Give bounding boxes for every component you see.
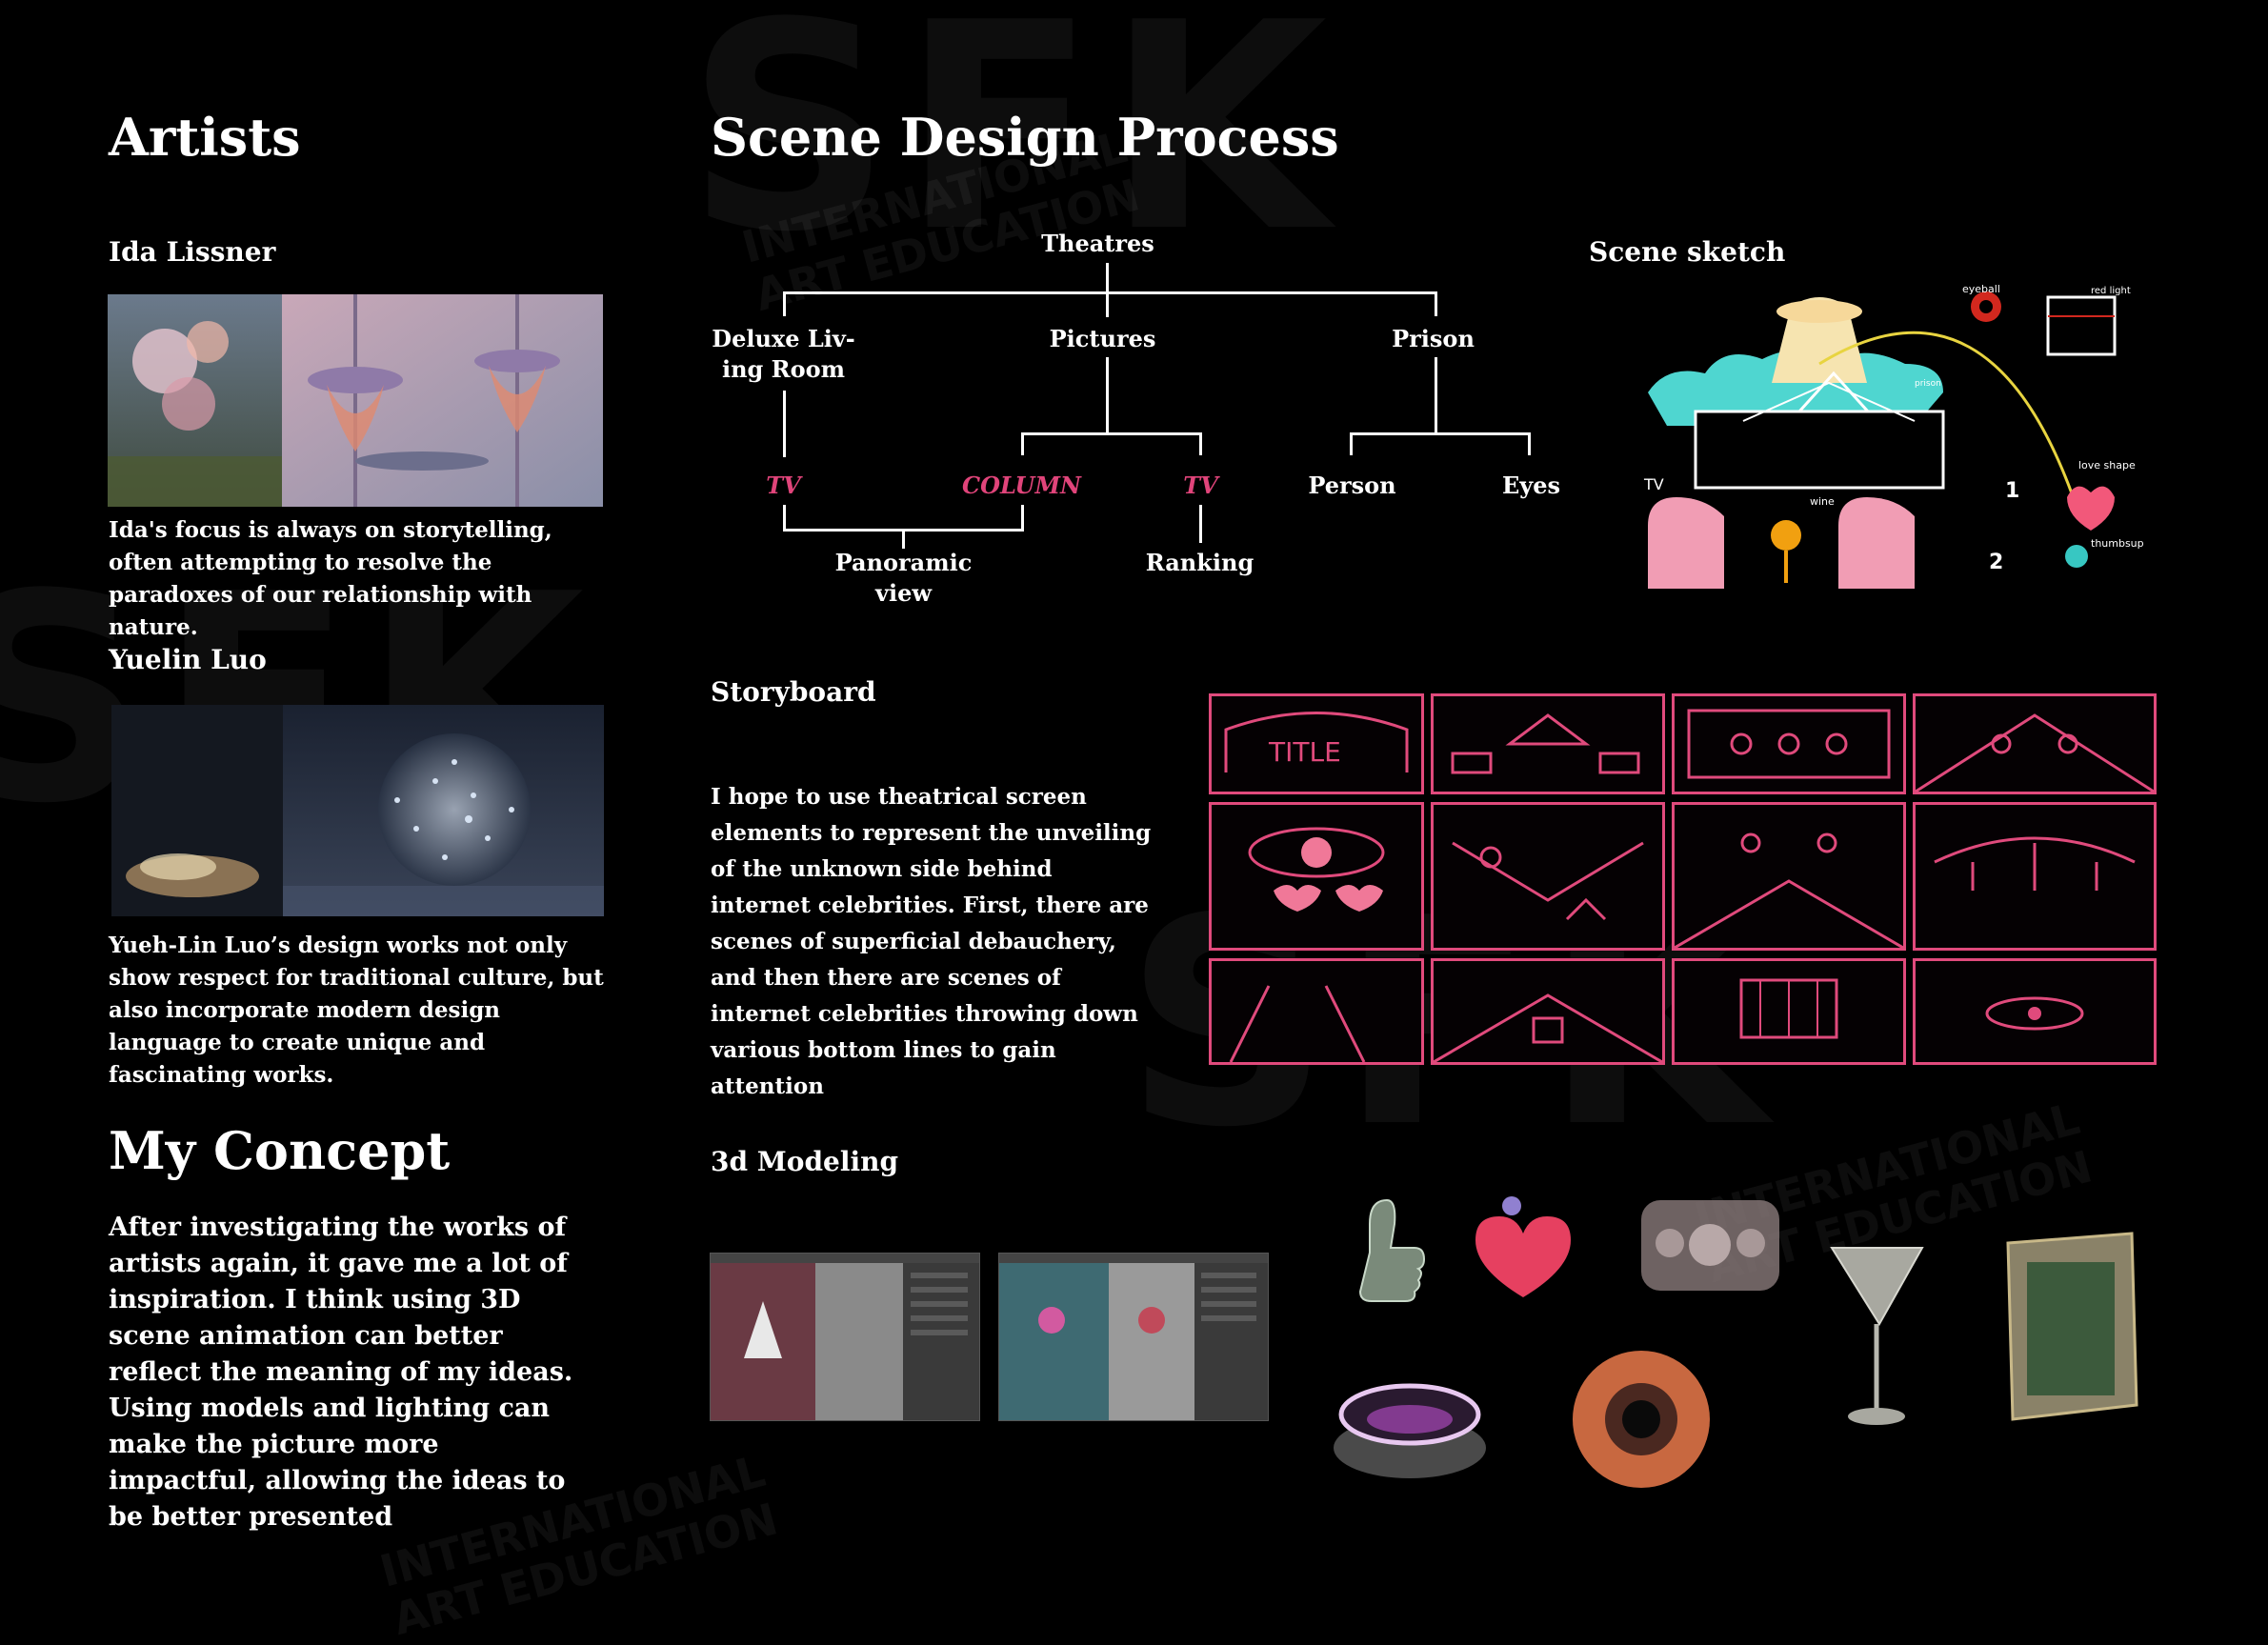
blender-screenshot-1 — [710, 1253, 980, 1421]
tree-pictures: Pictures — [1049, 325, 1156, 352]
process-heading: Scene Design Process — [711, 107, 1339, 168]
ornament-model — [1636, 1195, 1784, 1295]
sketch-label-prison: prison — [1915, 379, 1941, 389]
picture-frame-model — [1998, 1224, 2146, 1424]
concept-text: After investigating the works of artists… — [109, 1213, 573, 1532]
ida-lissner-artwork — [108, 294, 603, 507]
yuelin-description: Yueh-Lin Luo’s design works not only sho… — [109, 933, 604, 1088]
storyboard-panel — [1209, 802, 1424, 951]
tree-deluxe-living-room: Deluxe Liv-ing Room — [712, 325, 855, 383]
sketch-label-2: 2 — [1989, 551, 2003, 574]
sketch-label-wine: wine — [1810, 495, 1835, 508]
storyboard-text: I hope to use theatrical screen elements… — [711, 784, 1152, 1099]
storyboard-panel — [1431, 802, 1665, 951]
scene-sketch-image: 1 2 TV eyeball red light love shape thum… — [1619, 278, 2153, 589]
sketch-label-red-light: red light — [2091, 286, 2131, 296]
storyboard-panel — [1672, 693, 1906, 794]
storyboard-panel — [1913, 693, 2157, 794]
storyboard-panel — [1431, 693, 1665, 794]
storyboard-panel — [1431, 958, 1665, 1065]
scene-sketch-title: Scene sketch — [1589, 236, 1786, 268]
tree-prison: Prison — [1392, 325, 1475, 352]
sketch-label-thumbsup: thumbsup — [2091, 537, 2144, 550]
blender-screenshot-2 — [998, 1253, 1269, 1421]
storyboard-panel — [1209, 958, 1424, 1065]
eyeball-model — [1570, 1348, 1713, 1491]
thumbs-up-model — [1341, 1195, 1429, 1308]
tree-person: Person — [1308, 471, 1396, 499]
martini-glass-model — [1827, 1234, 1927, 1434]
storyboard-panel: TITLE — [1209, 693, 1424, 794]
storyboard-grid: TITLE — [1205, 690, 2161, 1065]
artists-heading: Artists — [109, 107, 301, 168]
tree-root: Theatres — [1041, 230, 1154, 257]
tree-column: COLUMN — [961, 471, 1081, 499]
storyboard-title-card: TITLE — [1268, 736, 1341, 768]
artist-name-yuelin: Yuelin Luo — [109, 644, 267, 675]
concept-heading: My Concept — [109, 1120, 451, 1181]
heart-model — [1472, 1193, 1575, 1305]
stage-platform-model — [1329, 1353, 1491, 1491]
artist-name-ida: Ida Lissner — [109, 236, 276, 268]
storyboard-panel — [1672, 802, 1906, 951]
sketch-label-tv: TV — [1643, 475, 1664, 493]
sketch-label-eyeball: eyeball — [1962, 283, 2000, 295]
tree-tv-1: TV — [766, 471, 801, 499]
tree-ranking: Ranking — [1145, 549, 1254, 576]
storyboard-title: Storyboard — [711, 676, 876, 708]
storyboard-panel — [1913, 958, 2157, 1065]
tree-tv-2: TV — [1183, 471, 1218, 499]
ida-description: Ida's focus is always on storytelling, o… — [109, 517, 552, 640]
storyboard-panel — [1672, 958, 1906, 1065]
tree-eyes: Eyes — [1501, 471, 1561, 499]
yuelin-luo-artwork — [111, 705, 604, 916]
modeling-title: 3d Modeling — [711, 1146, 899, 1177]
sketch-label-1: 1 — [2005, 479, 2019, 503]
sketch-label-love-shape: love shape — [2078, 459, 2136, 471]
storyboard-panel — [1913, 802, 2157, 951]
